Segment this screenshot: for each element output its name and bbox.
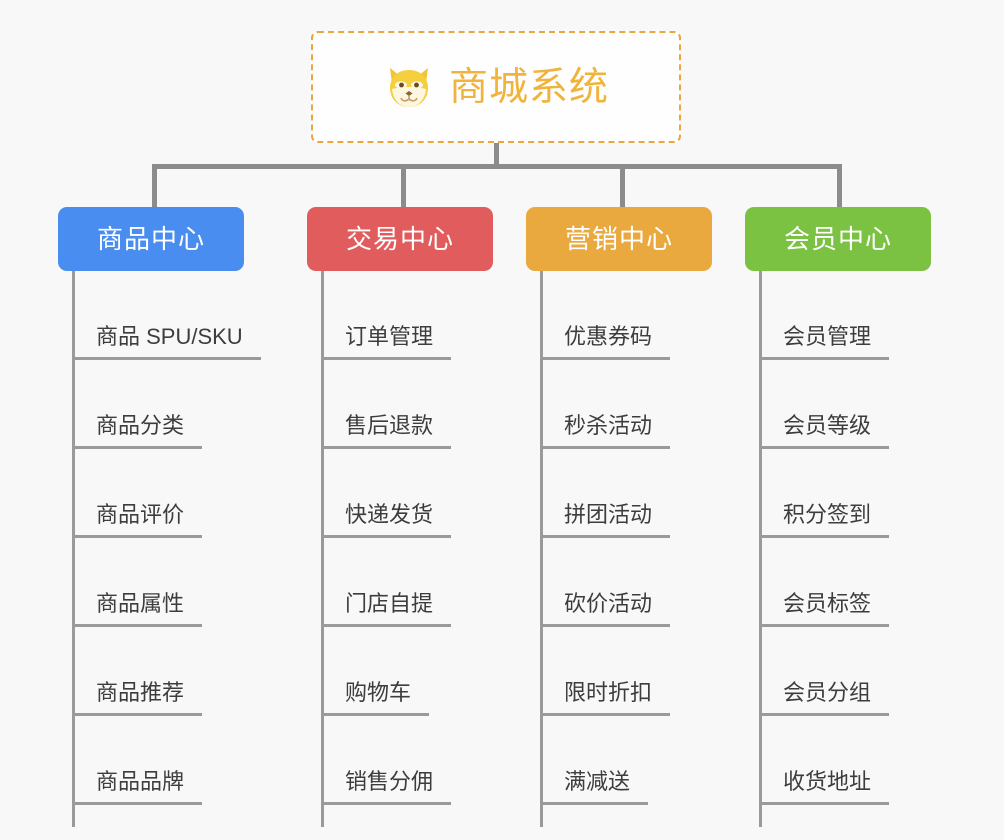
leaf-label: 会员管理 <box>759 326 890 360</box>
category-header-member[interactable]: 会员中心 <box>745 207 931 271</box>
leaf-label: 积分签到 <box>759 504 890 538</box>
leaf-list-marketing: 优惠券码 秒杀活动 拼团活动 砍价活动 限时折扣 满减送 <box>526 271 766 805</box>
column-rail <box>321 271 324 827</box>
list-item[interactable]: 会员管理 <box>745 271 985 360</box>
category-header-product[interactable]: 商品中心 <box>58 207 244 271</box>
list-item[interactable]: 商品品牌 <box>58 716 298 805</box>
leaf-label: 收货地址 <box>759 771 890 805</box>
list-item[interactable]: 销售分佣 <box>307 716 547 805</box>
list-item[interactable]: 快递发货 <box>307 449 547 538</box>
leaf-label: 售后退款 <box>321 415 452 449</box>
leaf-label: 销售分佣 <box>321 771 452 805</box>
connector-drop-2 <box>401 164 406 208</box>
leaf-label: 会员分组 <box>759 682 890 716</box>
list-item[interactable]: 砍价活动 <box>526 538 766 627</box>
leaf-label: 商品评价 <box>72 504 203 538</box>
leaf-label: 商品分类 <box>72 415 203 449</box>
leaf-label: 商品 SPU/SKU <box>72 326 261 360</box>
list-item[interactable]: 优惠券码 <box>526 271 766 360</box>
shiba-dog-face-icon <box>383 61 435 113</box>
list-item[interactable]: 商品推荐 <box>58 627 298 716</box>
column-rail <box>72 271 75 827</box>
category-header-label: 会员中心 <box>783 224 892 254</box>
leaf-label: 商品品牌 <box>72 771 203 805</box>
category-header-trade[interactable]: 交易中心 <box>307 207 493 271</box>
list-item[interactable]: 限时折扣 <box>526 627 766 716</box>
leaf-list-trade: 订单管理 售后退款 快递发货 门店自提 购物车 销售分佣 <box>307 271 547 805</box>
leaf-label: 拼团活动 <box>540 504 671 538</box>
category-header-label: 营销中心 <box>564 224 673 254</box>
connector-drop-3 <box>620 164 625 208</box>
list-item[interactable]: 售后退款 <box>307 360 547 449</box>
column-rail <box>540 271 543 827</box>
leaf-label: 限时折扣 <box>540 682 671 716</box>
root-node-title: 商城系统 <box>448 65 609 109</box>
connector-drop-4 <box>837 164 842 208</box>
list-item[interactable]: 满减送 <box>526 716 766 805</box>
category-column-marketing: 营销中心 优惠券码 秒杀活动 拼团活动 砍价活动 限时折扣 满减送 <box>526 207 766 827</box>
category-column-product: 商品中心 商品 SPU/SKU 商品分类 商品评价 商品属性 商品推荐 商品品牌 <box>58 207 298 827</box>
leaf-label: 门店自提 <box>321 593 452 627</box>
leaf-label: 购物车 <box>321 682 430 716</box>
leaf-label: 订单管理 <box>321 326 452 360</box>
category-header-label: 交易中心 <box>345 224 454 254</box>
list-item[interactable]: 商品评价 <box>58 449 298 538</box>
category-column-member: 会员中心 会员管理 会员等级 积分签到 会员标签 会员分组 收货地址 <box>745 207 985 827</box>
leaf-label: 砍价活动 <box>540 593 671 627</box>
leaf-label: 优惠券码 <box>540 326 671 360</box>
leaf-label: 会员等级 <box>759 415 890 449</box>
connector-drop-1 <box>152 164 157 208</box>
leaf-label: 秒杀活动 <box>540 415 671 449</box>
leaf-label: 满减送 <box>540 771 649 805</box>
list-item[interactable]: 会员标签 <box>745 538 985 627</box>
list-item[interactable]: 订单管理 <box>307 271 547 360</box>
category-column-trade: 交易中心 订单管理 售后退款 快递发货 门店自提 购物车 销售分佣 <box>307 207 547 827</box>
list-item[interactable]: 购物车 <box>307 627 547 716</box>
list-item[interactable]: 拼团活动 <box>526 449 766 538</box>
list-item[interactable]: 门店自提 <box>307 538 547 627</box>
leaf-label: 商品推荐 <box>72 682 203 716</box>
leaf-label: 会员标签 <box>759 593 890 627</box>
root-node-shop-system[interactable]: 商城系统 <box>311 31 681 143</box>
list-item[interactable]: 商品属性 <box>58 538 298 627</box>
list-item[interactable]: 秒杀活动 <box>526 360 766 449</box>
list-item[interactable]: 收货地址 <box>745 716 985 805</box>
list-item[interactable]: 会员分组 <box>745 627 985 716</box>
list-item[interactable]: 商品分类 <box>58 360 298 449</box>
leaf-list-product: 商品 SPU/SKU 商品分类 商品评价 商品属性 商品推荐 商品品牌 <box>58 271 298 805</box>
leaf-list-member: 会员管理 会员等级 积分签到 会员标签 会员分组 收货地址 <box>745 271 985 805</box>
category-header-marketing[interactable]: 营销中心 <box>526 207 712 271</box>
connector-root-stem <box>494 143 499 168</box>
list-item[interactable]: 会员等级 <box>745 360 985 449</box>
list-item[interactable]: 积分签到 <box>745 449 985 538</box>
leaf-label: 快递发货 <box>321 504 452 538</box>
leaf-label: 商品属性 <box>72 593 203 627</box>
column-rail <box>759 271 762 827</box>
connector-horizontal-bus <box>152 164 842 169</box>
category-header-label: 商品中心 <box>96 224 205 254</box>
list-item[interactable]: 商品 SPU/SKU <box>58 271 298 360</box>
